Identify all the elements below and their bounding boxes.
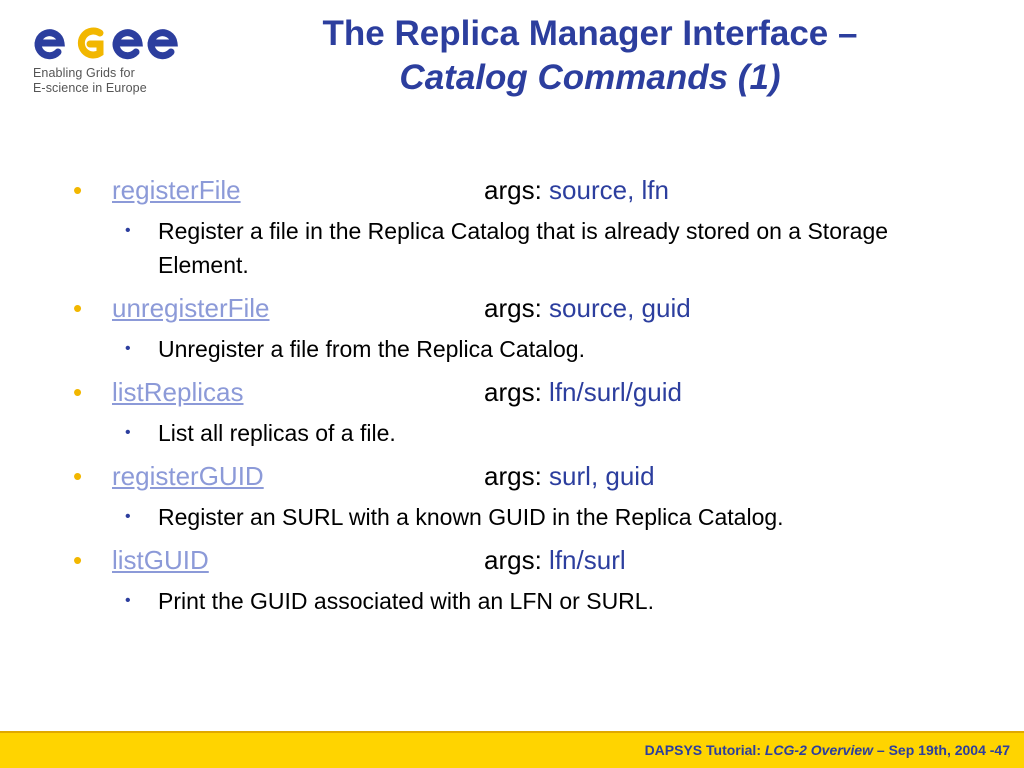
- sub-bullet-icon: •: [125, 222, 131, 239]
- args-label: args:: [484, 293, 542, 323]
- bullet-icon: •: [73, 377, 83, 407]
- slide-footer: DAPSYS Tutorial: LCG-2 Overview – Sep 19…: [0, 731, 1024, 768]
- list-item: • registerGUID args: surl, guid • Regist…: [0, 454, 1024, 534]
- command-row: • listGUID args: lfn/surl: [0, 538, 1024, 582]
- args-value: source, guid: [549, 293, 691, 323]
- bullet-icon: •: [73, 293, 83, 323]
- command-description: • Register a file in the Replica Catalog…: [0, 214, 1024, 282]
- footer-page-number: -47: [989, 742, 1010, 758]
- description-text: Print the GUID associated with an LFN or…: [158, 588, 654, 614]
- command-args: args: source, lfn: [484, 168, 669, 212]
- command-description: • List all replicas of a file.: [0, 416, 1024, 450]
- sub-bullet-icon: •: [125, 508, 131, 525]
- command-args: args: lfn/surl: [484, 538, 626, 582]
- sub-bullet-icon: •: [125, 424, 131, 441]
- footer-course: LCG-2 Overview: [764, 742, 874, 758]
- sub-bullet-icon: •: [125, 592, 131, 609]
- footer-prefix: DAPSYS Tutorial:: [644, 742, 761, 758]
- egee-logo-icon: [34, 27, 178, 60]
- footer-date: – Sep 19th, 2004: [876, 742, 986, 758]
- args-label: args:: [484, 545, 542, 575]
- args-value: source, lfn: [549, 175, 669, 205]
- command-row: • unregisterFile args: source, guid: [0, 286, 1024, 330]
- sub-bullet-icon: •: [125, 340, 131, 357]
- command-list: • registerFile args: source, lfn • Regis…: [0, 168, 1024, 618]
- args-label: args:: [484, 461, 542, 491]
- args-value: surl, guid: [549, 461, 655, 491]
- bullet-icon: •: [73, 175, 83, 205]
- list-item: • unregisterFile args: source, guid • Un…: [0, 286, 1024, 366]
- command-row: • registerFile args: source, lfn: [0, 168, 1024, 212]
- command-link-unregisterfile[interactable]: unregisterFile: [112, 293, 270, 323]
- bullet-icon: •: [73, 461, 83, 491]
- command-link-registerfile[interactable]: registerFile: [112, 175, 241, 205]
- args-label: args:: [484, 377, 542, 407]
- list-item: • listGUID args: lfn/surl • Print the GU…: [0, 538, 1024, 618]
- list-item: • registerFile args: source, lfn • Regis…: [0, 168, 1024, 282]
- description-text: List all replicas of a file.: [158, 420, 396, 446]
- list-item: • listReplicas args: lfn/surl/guid • Lis…: [0, 370, 1024, 450]
- command-args: args: source, guid: [484, 286, 691, 330]
- logo-tagline-line2: E-science in Europe: [33, 81, 147, 95]
- args-value: lfn/surl: [549, 545, 626, 575]
- description-text: Register a file in the Replica Catalog t…: [158, 218, 889, 278]
- command-link-listguid[interactable]: listGUID: [112, 545, 209, 575]
- command-args: args: lfn/surl/guid: [484, 370, 682, 414]
- args-label: args:: [484, 175, 542, 205]
- footer-text: DAPSYS Tutorial: LCG-2 Overview – Sep 19…: [645, 733, 1010, 767]
- command-link-listreplicas[interactable]: listReplicas: [112, 377, 244, 407]
- description-text: Unregister a file from the Replica Catal…: [158, 336, 585, 362]
- command-row: • registerGUID args: surl, guid: [0, 454, 1024, 498]
- command-link-registerguid[interactable]: registerGUID: [112, 461, 264, 491]
- slide-title-line2: Catalog Commands (1): [399, 58, 781, 97]
- slide-title-line1: The Replica Manager Interface –: [322, 14, 858, 53]
- command-args: args: surl, guid: [484, 454, 655, 498]
- command-row: • listReplicas args: lfn/surl/guid: [0, 370, 1024, 414]
- args-value: lfn/surl/guid: [549, 377, 683, 407]
- slide-title: The Replica Manager Interface – Catalog …: [200, 12, 980, 100]
- command-description: • Unregister a file from the Replica Cat…: [0, 332, 1024, 366]
- egee-logo: Enabling Grids for E-science in Europe: [30, 20, 180, 98]
- command-description: • Print the GUID associated with an LFN …: [0, 584, 1024, 618]
- command-description: • Register an SURL with a known GUID in …: [0, 500, 1024, 534]
- bullet-icon: •: [73, 545, 83, 575]
- description-text: Register an SURL with a known GUID in th…: [158, 504, 784, 530]
- logo-tagline-line1: Enabling Grids for: [33, 66, 135, 80]
- logo-tagline: Enabling Grids for E-science in Europe: [33, 66, 147, 96]
